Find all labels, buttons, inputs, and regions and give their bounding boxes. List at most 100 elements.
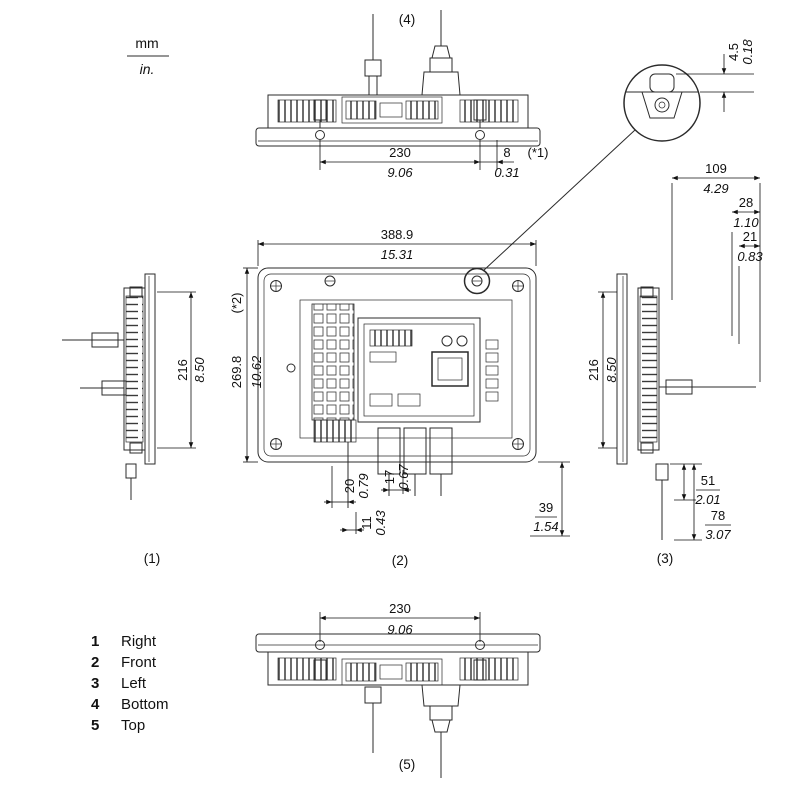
dim-cable17-mm: 17 [382,470,397,484]
detail-circle [623,64,701,142]
vent-area [277,657,337,681]
hole [286,363,296,373]
dim-cable39-in: 1.54 [533,519,558,534]
dim-depth-front-in: 0.83 [737,249,763,264]
terminal-strip [311,303,355,421]
cpu-module [357,317,481,423]
cable-connector [364,686,382,704]
legend-num-4: 4 [91,696,100,713]
view-bottom-label: (4) [399,12,416,27]
cable-connector [429,57,453,73]
view-front: (2) [229,227,570,568]
dim-left-height-in: 8.50 [604,357,619,383]
note-1: (*1) [528,145,549,160]
legend-num-2: 2 [91,654,99,671]
depth-dims: 109 4.29 28 1.10 21 0.83 [671,161,763,382]
dim-bottom-width-mm: 230 [389,145,411,160]
cable-strain-relief [431,45,451,59]
dim-bottom-edge-mm: 8 [503,145,510,160]
dim-depth-total-in: 4.29 [703,181,728,196]
view-front-label: (2) [392,553,409,568]
dim-depth-rear-in: 1.10 [733,215,759,230]
legend-label-left: Left [121,675,147,692]
vent-area [125,295,144,443]
battery-holder [441,335,453,347]
mounting-clamp [473,659,487,681]
clamp-screw-head [649,73,675,93]
case-screws [270,267,524,450]
clamp-screw [475,130,485,140]
legend-label-right: Right [121,633,157,650]
mounting-clamp [129,286,143,298]
detail-callout-ring [463,267,491,295]
inner-case-line [263,273,531,457]
dim-bottom-edge-in: 0.31 [494,165,519,180]
dim-detail-mm: 4.5 [726,43,741,61]
clamp-screw [475,640,485,650]
dim-detail-in: 0.18 [740,39,755,65]
view-right: (1) 216 8.50 [62,273,207,566]
cable-plug [421,684,461,707]
dim-cable39-mm: 39 [539,500,553,515]
vent-area [277,99,337,123]
view-top: (5) 230 9.06 [255,601,541,778]
bottom-plug [429,427,453,475]
cable-connector [665,379,693,395]
dim-cable20-mm: 20 [342,479,357,493]
front-bezel [144,273,156,465]
dim-cable51-in: 2.01 [694,492,720,507]
dim-top-width-in: 9.06 [387,622,413,637]
rear-housing [123,287,146,451]
dim-bottom-width-in: 9.06 [387,165,413,180]
dim-front-width-mm: 388.9 [381,227,414,242]
dim-depth-front-mm: 21 [743,229,757,244]
mounting-clamp [640,286,654,298]
module-connector [369,329,413,347]
dim-right-height-mm: 216 [175,359,190,381]
connector-bay [341,658,443,686]
view-left-label: (3) [657,551,674,566]
note-2: (*2) [229,293,244,314]
cable-connector [655,463,669,481]
view-right-label: (1) [144,551,161,566]
front-bezel [255,127,541,147]
legend-label-top: Top [121,717,145,734]
cable-plug [421,71,461,96]
cable-connector [429,705,453,721]
clamp-screw [315,130,325,140]
dim-front-width-in: 15.31 [381,247,414,262]
buzzer [456,335,468,347]
cable-connector [91,332,119,348]
vent-area [459,657,519,681]
unit-mm-label: mm [135,35,158,51]
outer-case [257,267,537,463]
cable-connector [364,59,382,77]
vent-area [639,295,658,443]
legend-num-5: 5 [91,717,99,734]
dim-cable11-in: 0.43 [373,510,388,536]
dim-cable17-in: 0.67 [396,464,411,490]
unit-legend: mm in. [127,35,169,77]
view-top-label: (5) [399,757,416,772]
legend-label-front: Front [121,654,157,671]
vent-area [459,99,519,123]
unit-in-label: in. [140,61,155,77]
view-bottom: (4) 230 9.06 8 0.31 [255,10,549,180]
legend-label-bottom: Bottom [121,696,169,713]
dim-front-height-mm: 269.8 [229,356,244,389]
dim-cable78-mm: 78 [711,508,725,523]
leader-line [482,129,636,272]
mounting-plate [299,299,513,439]
front-bezel [616,273,628,465]
mounting-clamp [129,442,143,454]
dim-cable20-in: 0.79 [356,473,371,498]
dim-cable78-in: 3.07 [705,527,731,542]
clamp-body [641,91,683,119]
power-terminal [313,419,357,443]
dip-switch [485,339,499,350]
dim-depth-total-mm: 109 [705,161,727,176]
legend-num-3: 3 [91,675,99,692]
clamp-knob [654,97,670,113]
